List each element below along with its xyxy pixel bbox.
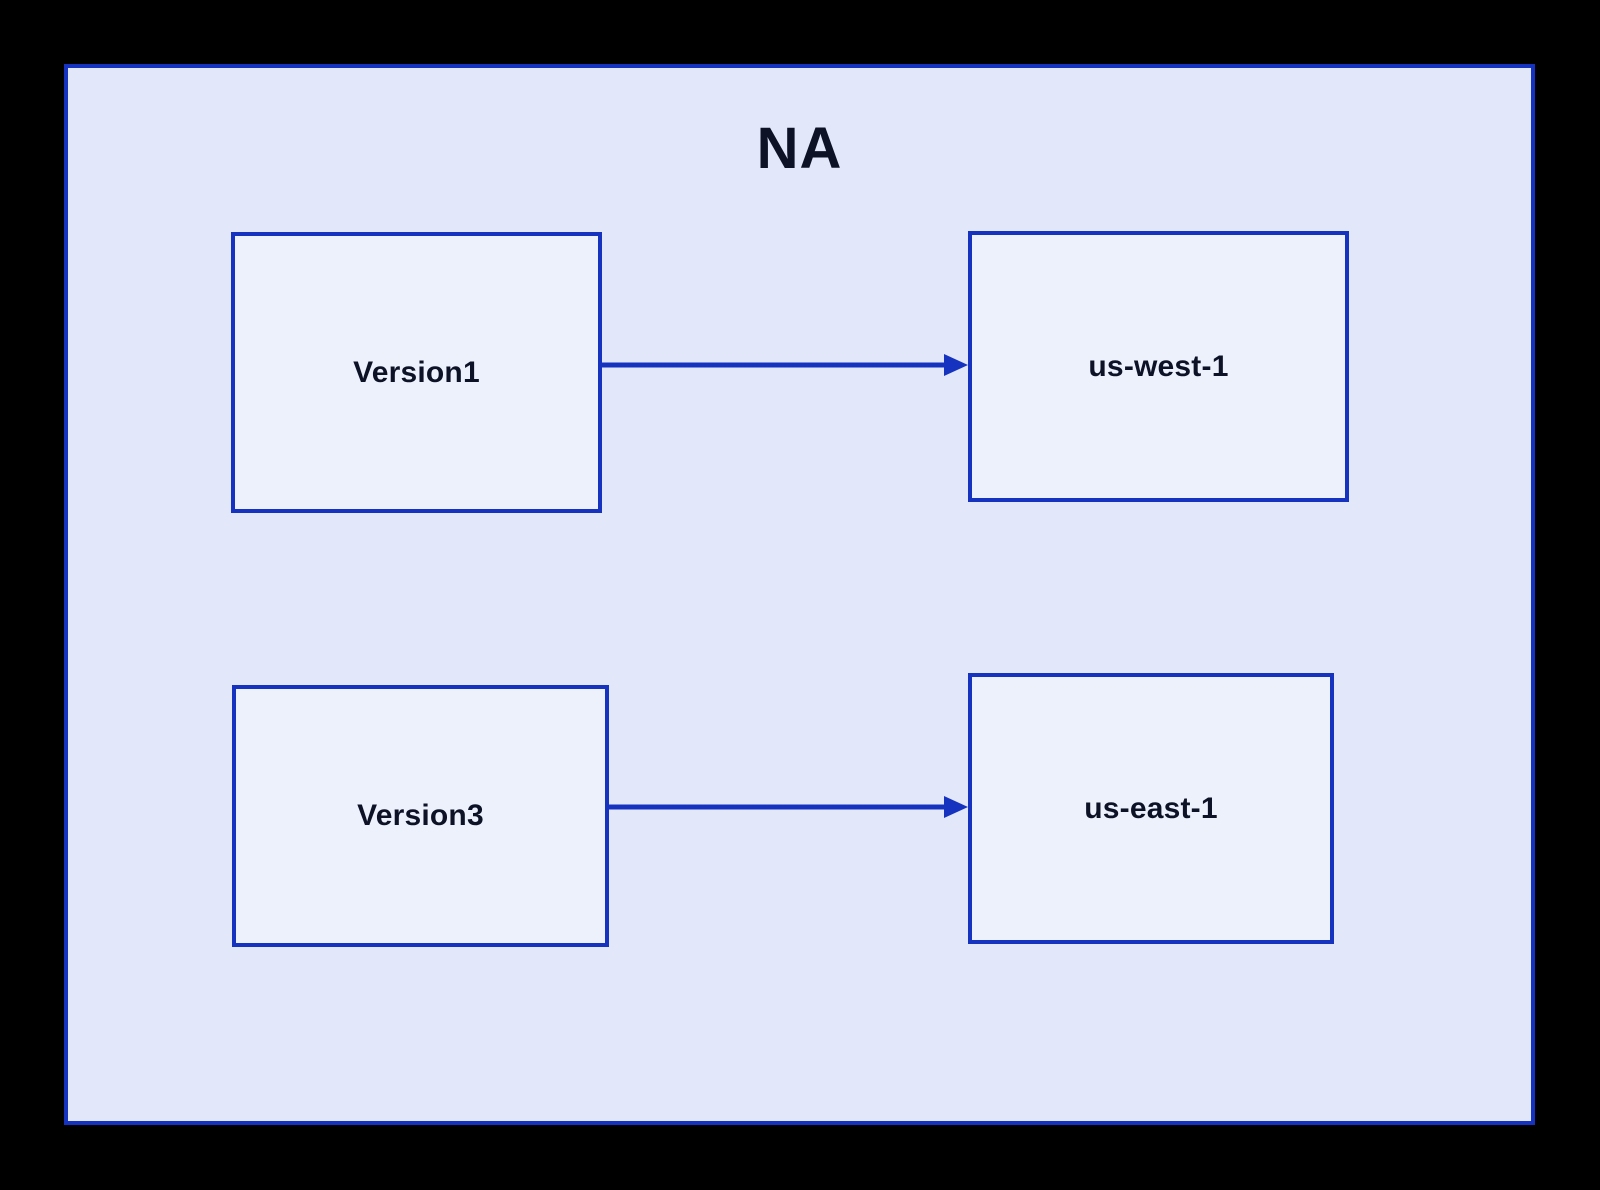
region-container-na: NA Version1 us-west-1 Version3 us-east [64, 64, 1535, 1125]
node-us-west-1-label: us-west-1 [1088, 349, 1229, 383]
node-us-east-1-label: us-east-1 [1084, 791, 1218, 825]
node-version3-label: Version3 [357, 799, 484, 832]
edge-layer [602, 354, 968, 818]
region-title: NA [756, 116, 843, 181]
node-version3[interactable]: Version3 [232, 685, 609, 947]
node-version1[interactable]: Version1 [231, 232, 602, 513]
edge-version3-useast1 [609, 796, 968, 818]
node-version1-label: Version1 [353, 355, 480, 389]
node-us-east-1[interactable]: us-east-1 [968, 673, 1334, 944]
edge-version1-uswest1 [602, 354, 968, 376]
node-us-west-1[interactable]: us-west-1 [968, 231, 1349, 502]
